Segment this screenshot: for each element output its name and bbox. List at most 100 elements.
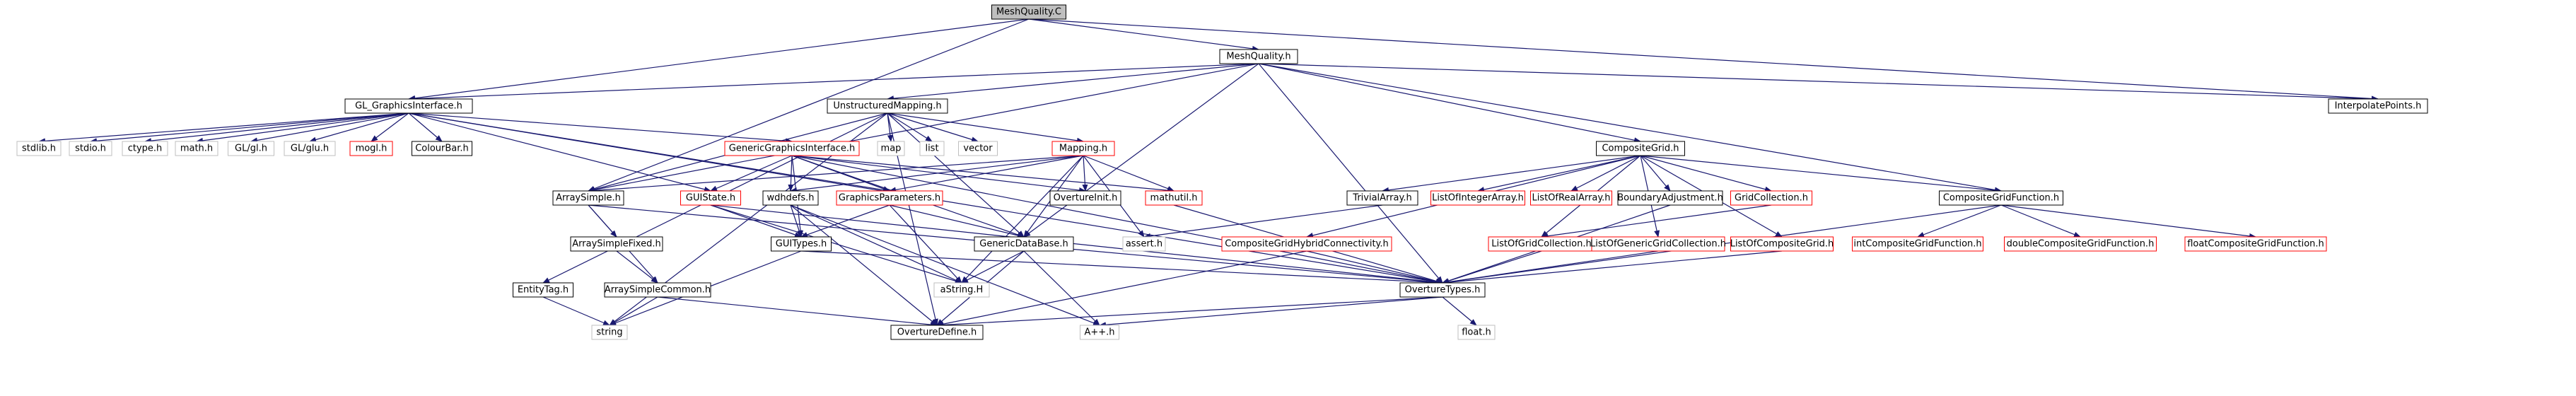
node-uns[interactable]: UnstructuredMapping.h xyxy=(827,98,948,114)
node-box xyxy=(344,98,473,114)
node-label: GridCollection.h xyxy=(1735,193,1808,204)
node-ovdefine[interactable]: OvertureDefine.h xyxy=(890,325,984,340)
edge-meshquality_h-to-uns xyxy=(887,63,1259,102)
node-guitypes[interactable]: GUITypes.h xyxy=(771,236,832,252)
node-vector: vector xyxy=(958,141,998,156)
edge-meshquality_h-to-interp xyxy=(1258,63,2379,102)
edge-wdhdefs-to-ovdefine xyxy=(790,204,938,326)
node-dcgf[interactable]: doubleCompositeGridFunction.h xyxy=(2004,236,2157,252)
node-guistate[interactable]: GUIState.h xyxy=(680,190,741,206)
node-cghc[interactable]: CompositeGridHybridConnectivity.h xyxy=(1221,236,1392,252)
node-box xyxy=(1221,236,1392,252)
node-box xyxy=(1430,190,1525,206)
edge-asc-to-string xyxy=(609,296,658,326)
node-meshquality_h[interactable]: MeshQuality.h xyxy=(1219,49,1298,64)
edge-uns-to-mapping xyxy=(887,112,1084,144)
node-wdhdefs[interactable]: wdhdefs.h xyxy=(762,190,819,206)
node-ovtypes[interactable]: OvertureTypes.h xyxy=(1399,282,1486,298)
edge-cg-to-cgf xyxy=(1640,155,2002,194)
edge-guistate-to-astring xyxy=(710,204,962,284)
node-label: vector xyxy=(963,144,993,154)
edge-mapping-to-gp xyxy=(889,155,1084,193)
node-entity[interactable]: EntityTag.h xyxy=(513,282,573,298)
node-box xyxy=(877,141,905,156)
node-label: Mapping.h xyxy=(1059,144,1107,154)
node-list: list xyxy=(919,141,945,156)
node-logenc[interactable]: ListOfGenericGridCollection.h xyxy=(1590,236,1726,252)
node-label: float.h xyxy=(1462,327,1491,338)
node-box xyxy=(724,141,860,156)
node-label: string xyxy=(596,327,622,338)
node-ovint[interactable]: OvertureInit.h xyxy=(1049,190,1121,206)
node-gdb[interactable]: GenericDataBase.h xyxy=(974,236,1074,252)
edge-mapping-to-ovint xyxy=(1082,155,1088,192)
node-meshquality_c[interactable]: MeshQuality.C xyxy=(991,4,1066,20)
edge-ovtypes-to-ovdefine xyxy=(936,296,1443,328)
edge-gl_gi-to-mogl xyxy=(371,112,409,142)
node-gl_gi[interactable]: GL_GraphicsInterface.h xyxy=(344,98,473,114)
node-label: floatCompositeGridFunction.h xyxy=(2187,239,2324,250)
node-label: EntityTag.h xyxy=(518,285,569,296)
node-box xyxy=(1399,282,1486,298)
node-box xyxy=(2328,98,2428,114)
edge-gp-to-astring xyxy=(889,204,962,284)
node-locg[interactable]: ListOfCompositeGrid.h xyxy=(1730,236,1834,252)
node-cgf[interactable]: CompositeGridFunction.h xyxy=(1939,190,2063,206)
node-string: string xyxy=(591,325,628,340)
edge-gl_gi-to-math xyxy=(196,112,409,144)
edge-meshquality_h-to-gdb xyxy=(1023,63,1259,238)
node-label: intCompositeGridFunction.h xyxy=(1853,239,1981,250)
node-colourbar[interactable]: ColourBar.h xyxy=(412,141,472,156)
node-gc[interactable]: GridCollection.h xyxy=(1730,190,1812,206)
node-gp[interactable]: GraphicsParameters.h xyxy=(836,190,943,206)
edge-logc-to-ovtypes xyxy=(1442,250,1542,284)
node-mapping[interactable]: Mapping.h xyxy=(1051,141,1115,156)
edge-meshquality_c-to-meshquality_h xyxy=(1028,18,1259,52)
node-lora[interactable]: ListOfRealArray.h xyxy=(1530,190,1612,206)
node-trivial[interactable]: TrivialArray.h xyxy=(1346,190,1418,206)
node-label: GenericDataBase.h xyxy=(979,239,1068,250)
node-glglu: GL/glu.h xyxy=(284,141,336,156)
node-box xyxy=(1730,190,1812,206)
node-label: GUITypes.h xyxy=(776,239,827,250)
edge-wdhdefs-to-guitypes xyxy=(790,204,802,238)
node-box xyxy=(991,4,1066,20)
node-label: ctype.h xyxy=(128,144,163,154)
edge-layer xyxy=(38,18,2379,328)
node-box xyxy=(762,190,819,206)
node-label: list xyxy=(925,144,938,154)
edge-gl_gi-to-stdlib xyxy=(38,112,409,144)
node-logc[interactable]: ListOfGridCollection.h xyxy=(1488,236,1595,252)
node-asf[interactable]: ArraySimpleFixed.h xyxy=(570,236,663,252)
node-label: GUIState.h xyxy=(686,193,735,204)
node-box xyxy=(974,236,1074,252)
node-box xyxy=(349,141,393,156)
node-cg[interactable]: CompositeGrid.h xyxy=(1596,141,1685,156)
edge-mapping-to-wdhdefs xyxy=(790,155,1084,193)
node-icgf[interactable]: intCompositeGridFunction.h xyxy=(1852,236,1983,252)
node-ggi[interactable]: GenericGraphicsInterface.h xyxy=(724,141,860,156)
node-fcgf[interactable]: floatCompositeGridFunction.h xyxy=(2184,236,2327,252)
node-box xyxy=(933,282,990,298)
edge-ggi-to-wdhdefs xyxy=(788,155,794,192)
edge-guitypes-to-ovtypes xyxy=(800,250,1443,286)
edge-locg-to-ovtypes xyxy=(1442,250,1783,286)
node-label: TrivialArray.h xyxy=(1352,193,1411,204)
node-as[interactable]: ArraySimple.h xyxy=(552,190,624,206)
node-box xyxy=(771,236,832,252)
node-label: stdlib.h xyxy=(22,144,56,154)
node-mathutil[interactable]: mathutil.h xyxy=(1145,190,1203,206)
edge-gp-to-guitypes xyxy=(800,204,890,238)
node-label: CompositeGridHybridConnectivity.h xyxy=(1225,239,1389,250)
node-ba[interactable]: BoundaryAdjustment.h xyxy=(1617,190,1723,206)
node-mogl[interactable]: mogl.h xyxy=(349,141,393,156)
node-box xyxy=(1730,236,1834,252)
edge-cgf-to-fcgf xyxy=(2000,204,2256,239)
node-label: GL_GraphicsInterface.h xyxy=(355,101,462,112)
edge-ggi-to-guistate xyxy=(710,155,793,192)
node-interp[interactable]: InterpolatePoints.h xyxy=(2328,98,2428,114)
edge-cgf-to-icgf xyxy=(1917,204,2002,238)
node-box xyxy=(1080,325,1119,340)
node-loia[interactable]: ListOfIntegerArray.h xyxy=(1430,190,1525,206)
node-asc[interactable]: ArraySimpleCommon.h xyxy=(604,282,711,298)
